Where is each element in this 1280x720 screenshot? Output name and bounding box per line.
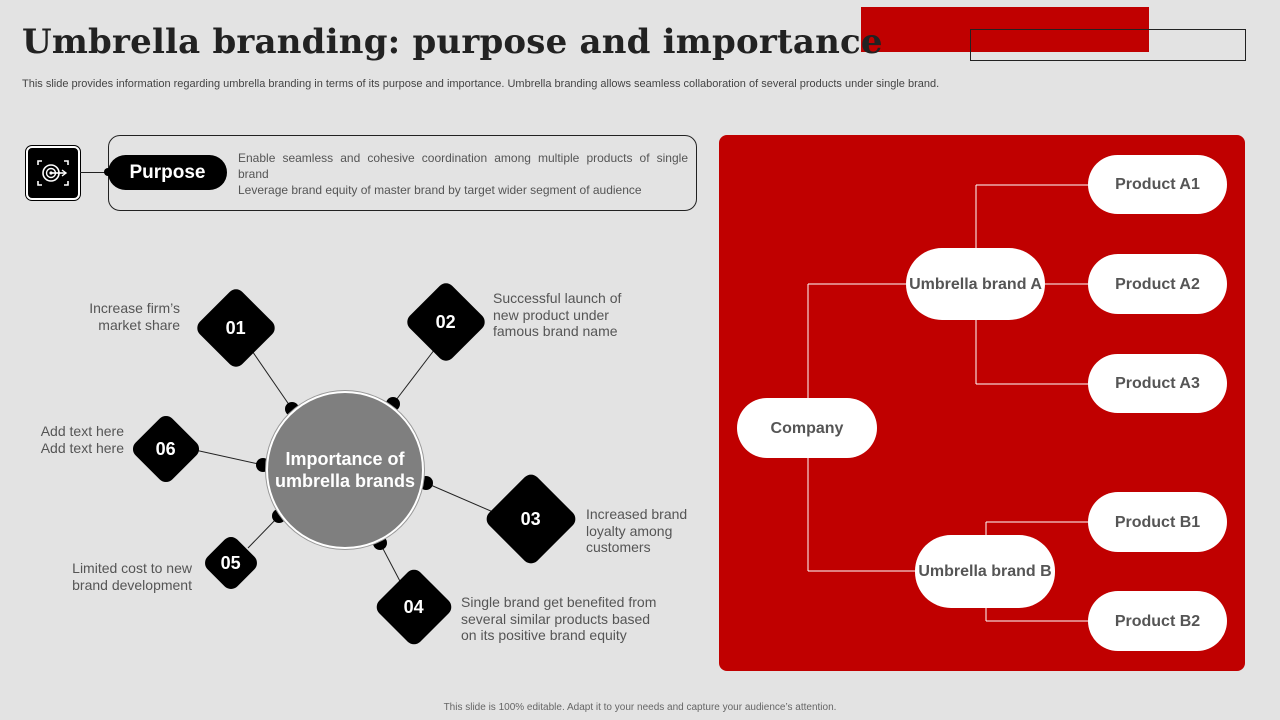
product-b1-node: Product B1 bbox=[1088, 492, 1227, 552]
company-node: Company bbox=[737, 398, 877, 458]
importance-label-04: Single brand get benefited from several … bbox=[461, 594, 657, 643]
purpose-text: Enable seamless and cohesive coordinatio… bbox=[238, 150, 688, 198]
slide-subtitle: This slide provides information regardin… bbox=[22, 78, 940, 90]
umbrella-brand-a-node: Umbrella brand A bbox=[906, 248, 1045, 320]
importance-label-03: Increased brand loyalty among customers bbox=[586, 506, 688, 555]
product-a2-node: Product A2 bbox=[1088, 254, 1227, 314]
footer-note: This slide is 100% editable. Adapt it to… bbox=[443, 702, 837, 713]
importance-label-01: Increase firm’s market share bbox=[89, 300, 180, 333]
purpose-label: Purpose bbox=[108, 155, 227, 190]
product-a1-node: Product A1 bbox=[1088, 155, 1227, 214]
product-b2-node: Product B2 bbox=[1088, 591, 1227, 651]
purpose-connector bbox=[80, 172, 110, 173]
importance-hub: Importance of umbrella brands bbox=[266, 391, 424, 549]
target-icon bbox=[26, 146, 80, 200]
slide-title: Umbrella branding: purpose and importanc… bbox=[22, 22, 883, 62]
product-a3-node: Product A3 bbox=[1088, 354, 1227, 413]
importance-label-06: Add text here Add text here bbox=[40, 423, 124, 456]
purpose-point-2: Leverage brand equity of master brand by… bbox=[238, 183, 642, 197]
purpose-point-1: Enable seamless and cohesive coordinatio… bbox=[238, 151, 688, 181]
umbrella-brand-b-node: Umbrella brand B bbox=[915, 535, 1055, 608]
decorative-outline-box bbox=[970, 29, 1246, 61]
importance-label-05: Limited cost to new brand development bbox=[72, 560, 192, 593]
importance-label-02: Successful launch of new product under f… bbox=[493, 290, 622, 339]
